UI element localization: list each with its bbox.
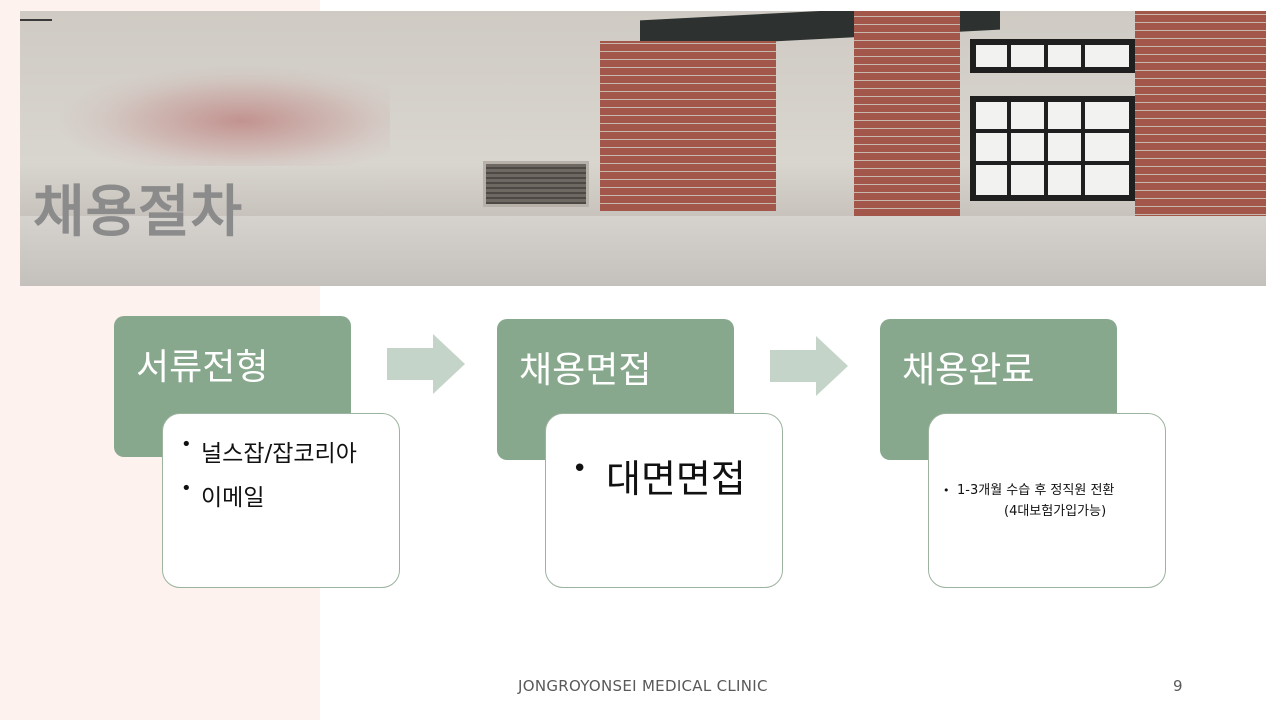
bullet-icon: • xyxy=(572,454,587,484)
step-header-label: 채용완료 xyxy=(902,341,1034,393)
step-card-interview: • 대면면접 xyxy=(545,413,783,588)
window xyxy=(970,39,1135,73)
brick-column xyxy=(1135,11,1266,246)
item-text: 널스잡/잡코리아 xyxy=(201,441,357,467)
step-card-document-screening: • 널스잡/잡코리아 • 이메일 xyxy=(162,413,400,588)
radiator-unit xyxy=(483,161,589,207)
item-subtext: (4대보험가입가능) xyxy=(957,501,1155,522)
right-arrow-icon xyxy=(770,336,848,396)
step-header-label: 채용면접 xyxy=(519,341,651,393)
accent-line xyxy=(20,19,52,21)
list-item: • 1-3개월 수습 후 정직원 전환 (4대보험가입가능) xyxy=(943,480,1155,522)
step-items: • 대면면접 xyxy=(572,448,746,503)
footer-text: JONGROYONSEI MEDICAL CLINIC xyxy=(518,677,768,695)
list-item: • 널스잡/잡코리아 xyxy=(181,434,357,478)
slide-title: 채용절차 xyxy=(33,178,243,248)
step-header-label: 서류전형 xyxy=(136,338,268,390)
list-item: • 이메일 xyxy=(181,478,357,522)
list-item: • 대면면접 xyxy=(572,448,746,503)
bullet-icon: • xyxy=(181,478,192,499)
step-items: • 1-3개월 수습 후 정직원 전환 (4대보험가입가능) xyxy=(943,480,1155,522)
wall-stain xyxy=(60,66,390,166)
item-text: 대면면접 xyxy=(606,457,746,501)
bullet-icon: • xyxy=(181,434,192,455)
item-text: 이메일 xyxy=(201,485,264,511)
brick-column xyxy=(600,41,776,211)
item-text: 1-3개월 수습 후 정직원 전환 xyxy=(957,483,1114,498)
brick-column xyxy=(854,11,960,216)
window xyxy=(970,96,1135,201)
step-card-hiring-complete: • 1-3개월 수습 후 정직원 전환 (4대보험가입가능) xyxy=(928,413,1166,588)
bullet-icon: • xyxy=(943,480,950,501)
right-arrow-icon xyxy=(387,334,465,394)
page-number: 9 xyxy=(1173,677,1183,695)
step-items: • 널스잡/잡코리아 • 이메일 xyxy=(181,434,357,522)
